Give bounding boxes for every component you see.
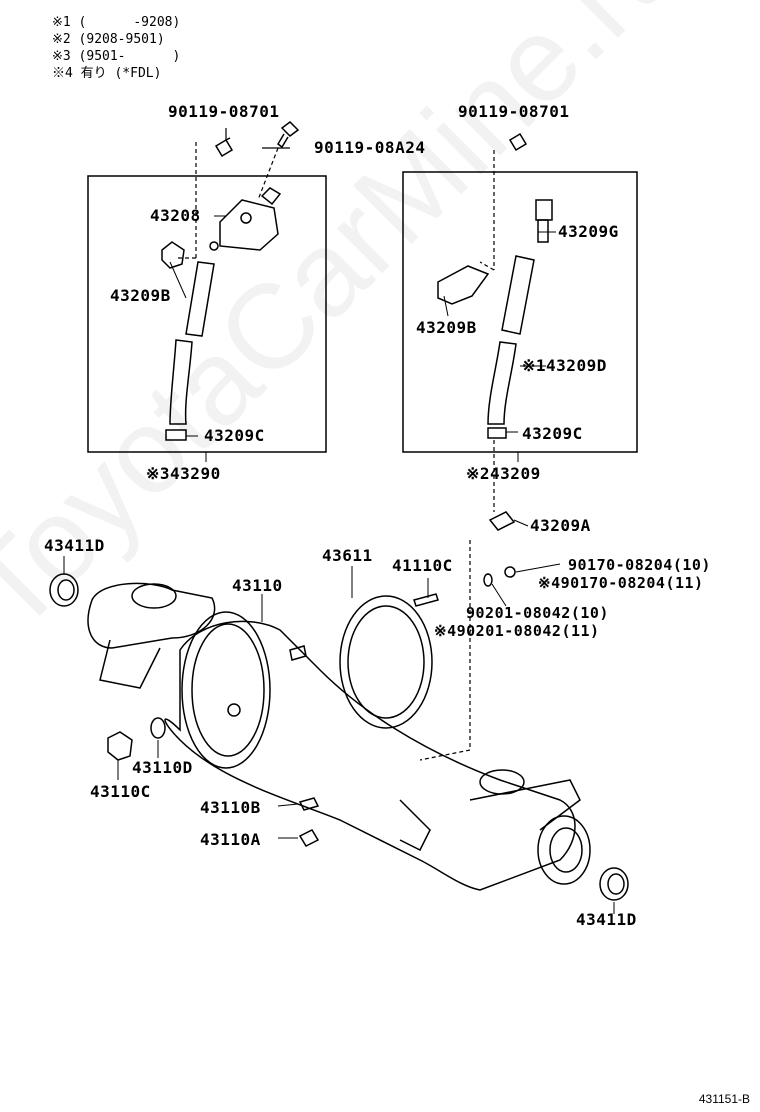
hose-end-left [165,429,187,441]
legend-item-3: ※3 (9501- ) [52,49,181,64]
legend: ※1 ( -9208) ※2 (9208-9501) ※3 (9501- ) ※… [52,14,180,82]
label-union-g: 43209G [558,222,619,241]
washer-graphic [483,573,493,587]
union-g-graphic [535,199,553,243]
label-hose-end-right: 43209C [522,424,583,443]
label-bolt-left-b: 90119-08A24 [314,138,426,157]
hose-lower-left [169,339,193,425]
clip-43110a-graphic [298,829,320,847]
bolt-left-b-graphic [277,121,300,149]
hose-lower-right [487,341,517,425]
plug-43110d-graphic [150,717,166,739]
label-seal-bottom-right: 43411D [576,910,637,929]
right-assembly-box [402,171,638,453]
label-union-a: 43209A [530,516,591,535]
label-plug-43110c: 43110C [90,782,151,801]
legend-item-2: ※2 (9208-9501) [52,32,165,47]
hose-upper-left [185,261,215,337]
plug-43110c-graphic [107,731,133,761]
label-washer-10: 90201-08042(10) [466,604,609,622]
label-bracket-43208: 43208 [150,206,201,225]
label-bolt-left: 90119-08701 [168,102,280,121]
gasket-graphic [339,595,433,729]
seal-right-graphic [599,867,629,901]
bracket-43208-graphic [209,187,282,251]
legend-item-4: ※4 有り (*FDL) [52,66,162,81]
label-stud: 41110C [392,556,453,575]
nut-graphic [504,566,516,578]
bolt-right-graphic [508,132,528,152]
label-hose-right: ※143209D [522,356,607,375]
label-plug-43110d: 43110D [132,758,193,777]
label-clamp-right: 43209B [416,318,477,337]
label-seal-top-left: 43411D [44,536,105,555]
left-assembly-box [87,175,327,453]
label-nut-11: ※490170-08204(11) [538,574,704,592]
hose-end-right [487,427,507,439]
label-washer-11: ※490201-08042(11) [434,622,600,640]
bolt-left-graphic [214,137,234,158]
clamp-right-graphic [437,265,490,305]
label-clip-43110b: 43110B [200,798,261,817]
axle-housing-graphic [87,582,591,891]
seal-left-graphic [49,573,79,607]
label-clamp-left: 43209B [110,286,171,305]
clip-43110b-graphic [298,797,320,811]
label-housing: 43110 [232,576,283,595]
label-bolt-right: 90119-08701 [458,102,570,121]
hose-upper-right [501,255,535,335]
label-clip-43110a: 43110A [200,830,261,849]
union-a-graphic [488,511,516,531]
legend-item-1: ※1 ( -9208) [52,15,181,30]
label-nut-10: 90170-08204(10) [568,556,711,574]
stud-graphic [413,593,439,607]
label-hose-end-left: 43209C [204,426,265,445]
label-assy-left: ※343290 [146,464,221,483]
clamp-left-graphic [161,241,185,269]
label-assy-right: ※243209 [466,464,541,483]
label-gasket: 43611 [322,546,373,565]
diagram-code: 431151-B [698,1092,750,1106]
